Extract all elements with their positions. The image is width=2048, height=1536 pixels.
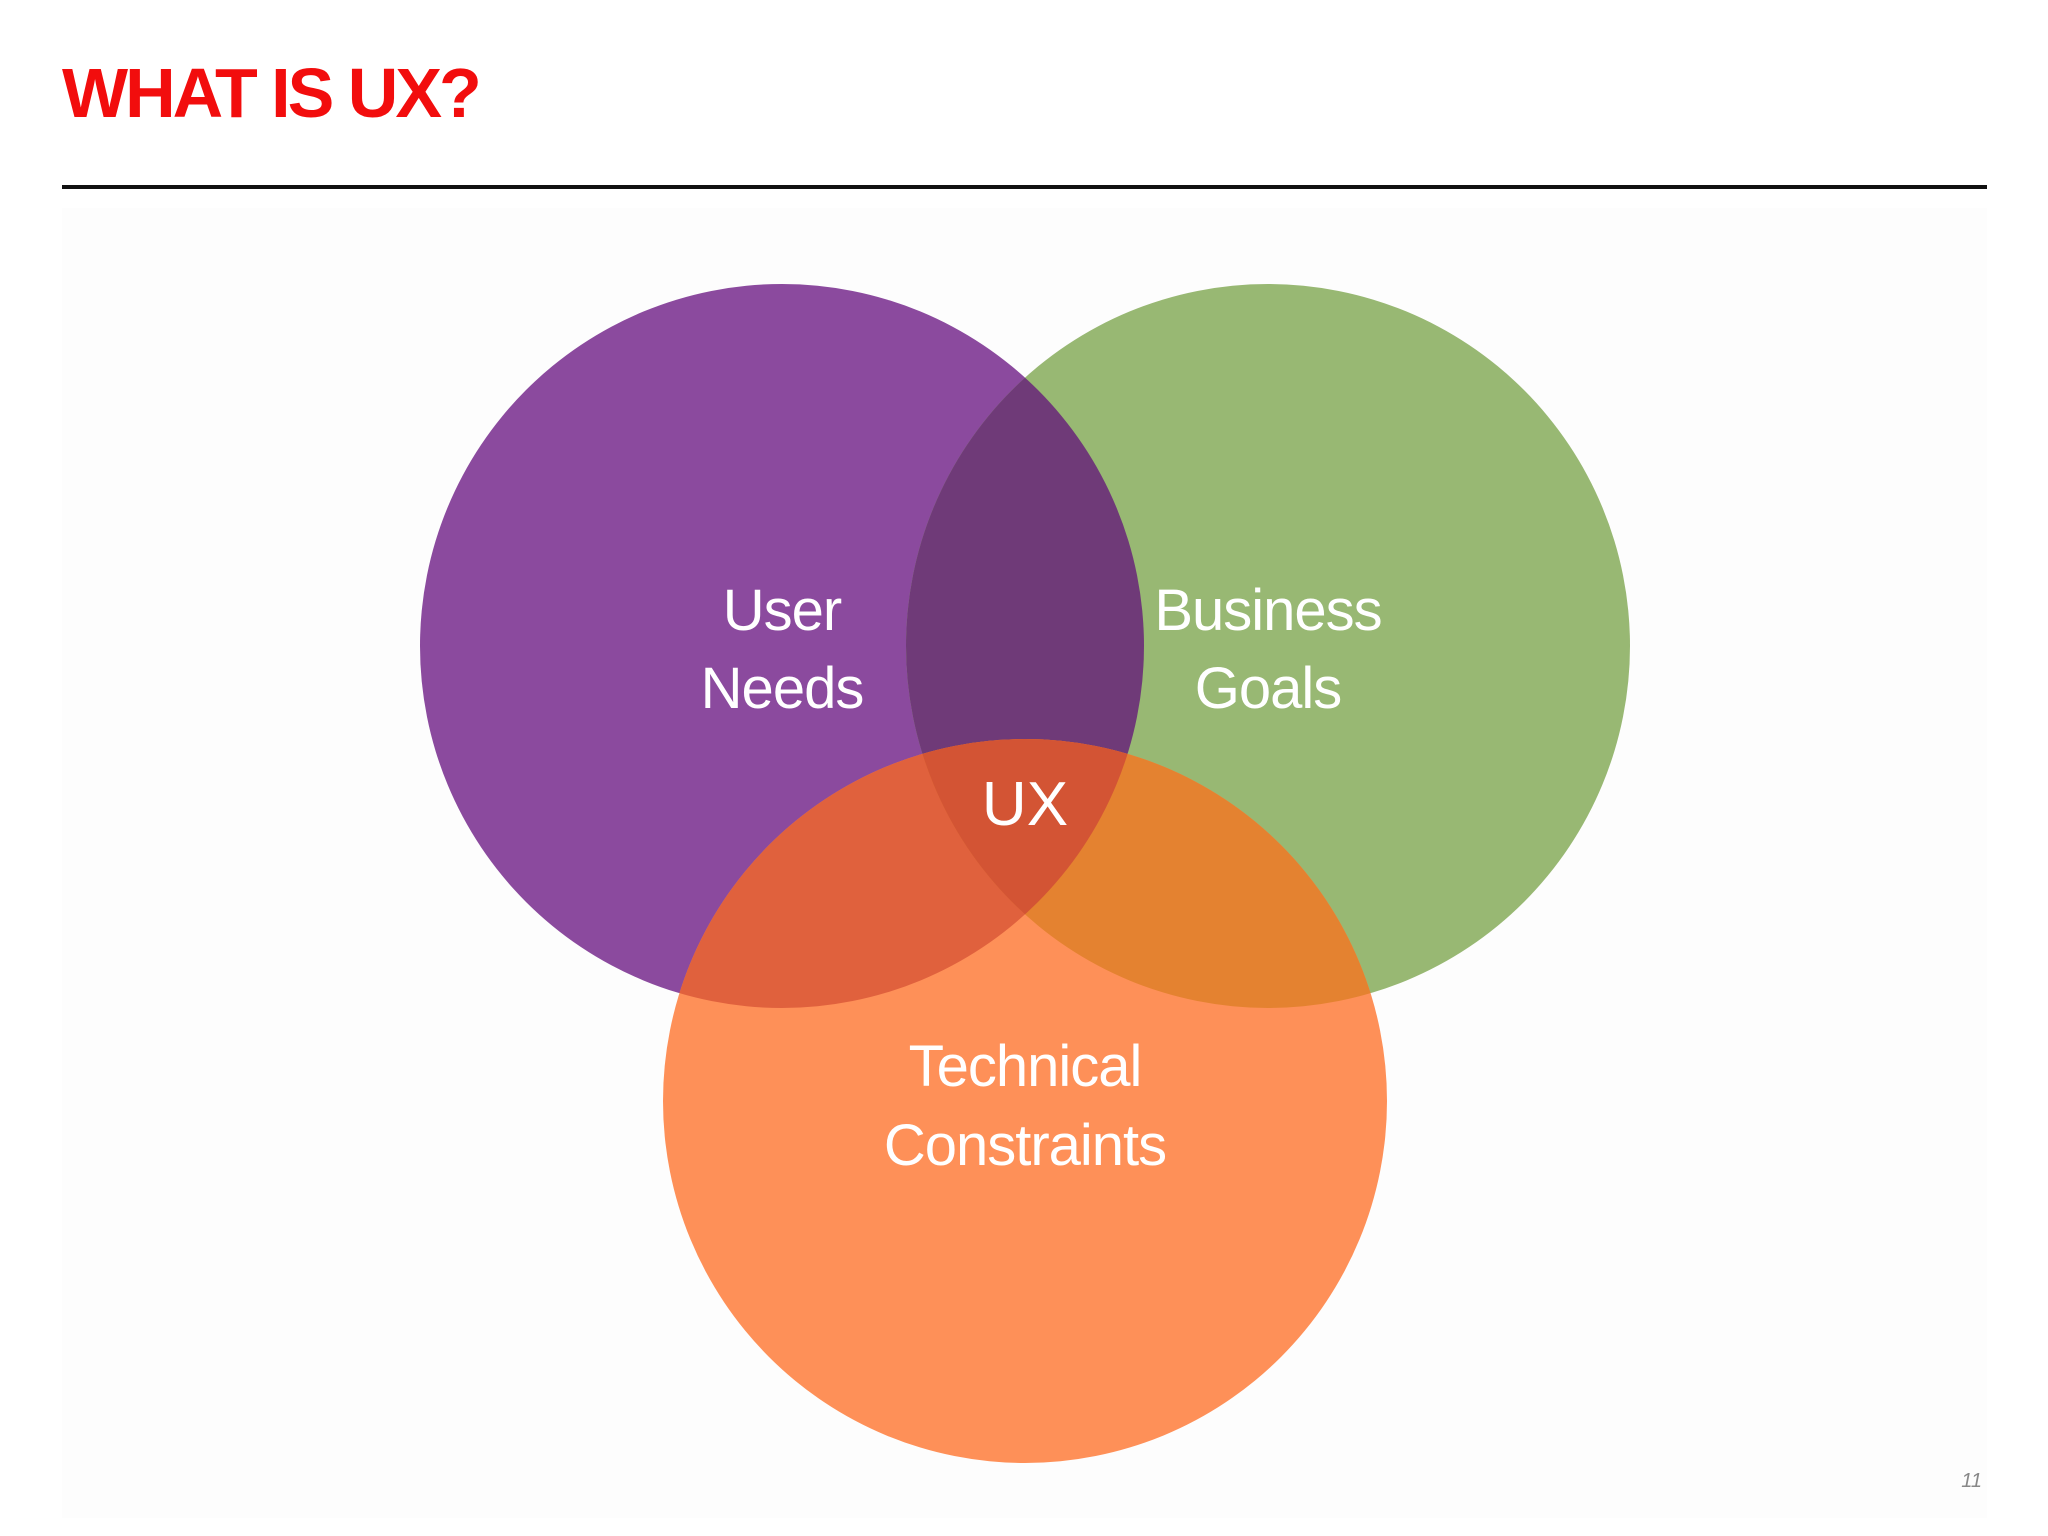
user-technical-overlap	[663, 739, 1144, 1008]
page-number: 11	[1961, 1470, 1982, 1492]
slide-title: WHAT IS UX?	[62, 54, 482, 132]
business-technical-overlap	[906, 739, 1387, 1008]
title-divider	[62, 185, 1987, 189]
ux-label: UX	[982, 770, 1068, 839]
technical-constraints-label-line2: Constraints	[884, 1113, 1166, 1178]
technical-constraints-label-line1: Technical	[909, 1034, 1142, 1099]
user-needs-label-line1: User	[723, 578, 842, 643]
business-goals-label-line1: Business	[1154, 578, 1381, 643]
business-goals-label-line2: Goals	[1195, 656, 1342, 721]
user-needs-label-line2: Needs	[701, 656, 864, 721]
